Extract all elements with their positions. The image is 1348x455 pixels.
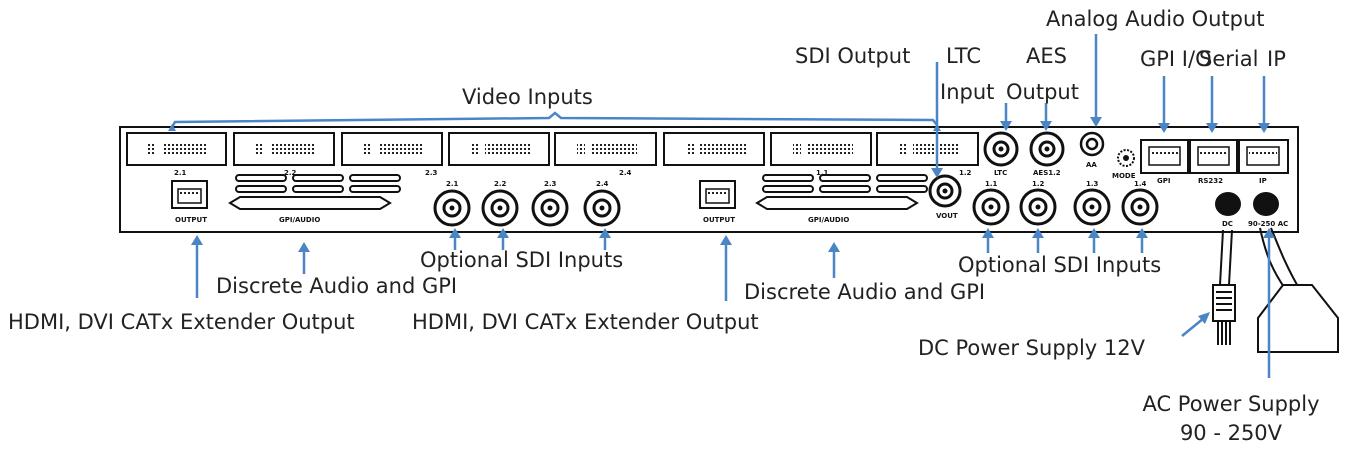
callout-arrows [168, 34, 1275, 378]
analog-audio-jack [1079, 131, 1105, 157]
rj45-gpi-serial-ip [1140, 139, 1289, 174]
gpi-audio-connector-right [755, 174, 928, 210]
ltc-label: LTC [994, 169, 1007, 177]
bnc-label-1-2: 1.2 [1032, 180, 1045, 188]
callout-optional-sdi-inputs-right: Optional SDI Inputs [958, 253, 1162, 277]
callout-hdmi-dvi-output-left: HDMI, DVI CATx Extender Output [8, 310, 355, 334]
dc-cable-plug [1212, 229, 1236, 345]
dvi-label-2-2: 2.2 [284, 169, 297, 177]
vout-label: VOUT [936, 212, 958, 220]
callout-ac-power-supply-1: AC Power Supply [1142, 392, 1320, 416]
dvi-input-row [126, 132, 979, 166]
dvi-label-1-1: 1.1 [816, 169, 829, 177]
mode-dial [1117, 149, 1135, 167]
dvi-label-2-3: 2.3 [425, 169, 438, 177]
bnc-group-1 [972, 188, 1159, 226]
ac-cable-plug [1257, 227, 1339, 353]
callout-serial: Serial [1199, 47, 1259, 71]
dvi-label-2-4: 2.4 [619, 169, 632, 177]
power-connectors [1215, 192, 1279, 216]
callout-gpi-io: GPI I/O [1140, 47, 1212, 71]
dvi-label-2-1: 2.1 [174, 169, 187, 177]
callout-dc-power-supply: DC Power Supply 12V [918, 336, 1146, 360]
gpi-audio-connector-left [228, 174, 401, 210]
aa-label: AA [1086, 161, 1097, 169]
ip-port-label: IP [1259, 177, 1267, 185]
bnc-label-2-2: 2.2 [494, 180, 507, 188]
bnc-label-1-4: 1.4 [1134, 180, 1147, 188]
callout-video-inputs: Video Inputs [462, 85, 593, 109]
callout-aes-output-2: Output [1006, 80, 1079, 104]
callout-ip: IP [1267, 47, 1286, 71]
dvi-pin-blocks [148, 144, 959, 156]
dvi-port [770, 132, 872, 166]
mode-label: MODE [1112, 172, 1136, 180]
callout-sdi-output: SDI Output [795, 44, 911, 68]
bnc-label-2-3: 2.3 [544, 180, 557, 188]
callout-aes-output-1: AES [1026, 44, 1067, 68]
rs232-label: RS232 [1198, 177, 1223, 185]
bnc-label-2-1: 2.1 [446, 180, 459, 188]
gpi-port-label: GPI [1157, 177, 1170, 185]
gpi-audio-label-left: GPI/AUDIO [279, 216, 320, 224]
dc-label: DC [1222, 220, 1233, 228]
bnc-label-2-4: 2.4 [596, 180, 609, 188]
callout-optional-sdi-inputs-left: Optional SDI Inputs [420, 248, 624, 272]
callout-analog-audio-output: Analog Audio Output [1046, 7, 1265, 31]
gpi-audio-label-right: GPI/AUDIO [808, 216, 849, 224]
callout-hdmi-dvi-output-right: HDMI, DVI CATx Extender Output [412, 310, 759, 334]
output-label-right: OUTPUT [703, 216, 735, 224]
callout-discrete-audio-gpi-right: Discrete Audio and GPI [744, 280, 986, 304]
bnc-label-1-1: 1.1 [985, 180, 998, 188]
bnc-label-1-3: 1.3 [1086, 180, 1099, 188]
dvi-label-1-2: 1.2 [959, 169, 972, 177]
output-label-left: OUTPUT [175, 216, 207, 224]
aes-label: AES1.2 [1033, 169, 1061, 177]
callout-discrete-audio-gpi-left: Discrete Audio and GPI [216, 274, 458, 298]
bnc-vout [928, 174, 962, 208]
bnc-group-2 [433, 189, 621, 227]
callout-ac-power-supply-2: 90 - 250V [1179, 421, 1283, 445]
callout-ltc-input-1: LTC [946, 44, 982, 68]
bnc-ltc-aes [983, 131, 1065, 167]
callout-ltc-input-2: Input [940, 80, 995, 104]
ac-label: 90-250 AC [1248, 220, 1288, 228]
